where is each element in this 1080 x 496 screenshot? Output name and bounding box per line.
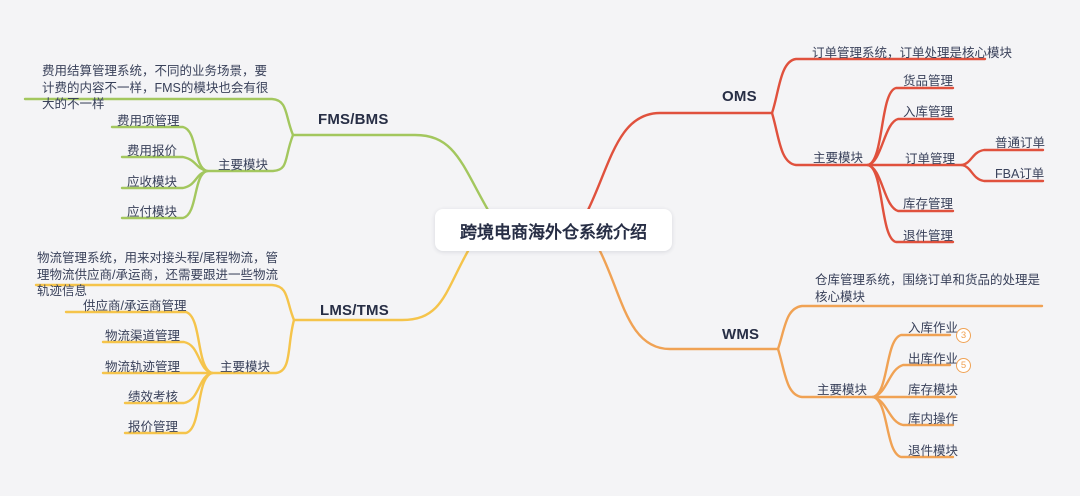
wms-note[interactable]: 仓库管理系统，围绕订单和货品的处理是核心模块	[815, 273, 1041, 304]
lms-group-label[interactable]: 主要模块	[220, 360, 271, 374]
lms-module-item-4[interactable]: 绩效考核	[128, 390, 179, 404]
wms-module-item-4[interactable]: 库内操作	[908, 412, 959, 426]
fms-module-item-1[interactable]: 费用项管理	[117, 114, 180, 128]
oms-branch-lines	[586, 57, 1045, 244]
fms-group-label[interactable]: 主要模块	[218, 158, 269, 172]
collapsed-count-badge-inbound[interactable]: 3	[956, 328, 971, 343]
collapsed-count-badge-outbound[interactable]: 5	[956, 358, 971, 373]
lms-note[interactable]: 物流管理系统，用来对接头程/尾程物流，管理物流供应商/承运商，还需要跟进一些物流…	[37, 251, 278, 298]
lms-topic[interactable]: LMS/TMS	[320, 302, 389, 319]
fms-module-item-3[interactable]: 应收模块	[127, 175, 178, 189]
wms-module-item-3[interactable]: 库存模块	[908, 383, 959, 397]
oms-order-type-1[interactable]: 普通订单	[995, 136, 1046, 150]
oms-order-type-2[interactable]: FBA订单	[995, 167, 1045, 181]
oms-module-item-3[interactable]: 订单管理	[905, 152, 956, 166]
fms-branch-lines	[23, 97, 490, 220]
wms-module-item-2[interactable]: 出库作业	[908, 352, 959, 366]
oms-topic[interactable]: OMS	[722, 88, 757, 105]
lms-branch-lines	[34, 249, 470, 435]
fms-module-item-2[interactable]: 费用报价	[127, 144, 178, 158]
wms-topic[interactable]: WMS	[722, 326, 760, 343]
wms-branch-lines	[598, 249, 1044, 459]
oms-module-item-1[interactable]: 货品管理	[903, 74, 954, 88]
fms-note[interactable]: 费用结算管理系统，不同的业务场景，要计费的内容不一样，FMS的模块也会有很大的不…	[42, 64, 269, 111]
fms-topic[interactable]: FMS/BMS	[318, 111, 389, 128]
lms-module-item-3[interactable]: 物流轨迹管理	[105, 360, 181, 374]
lms-module-item-1[interactable]: 供应商/承运商管理	[83, 299, 187, 313]
central-topic[interactable]: 跨境电商海外仓系统介绍	[435, 209, 672, 251]
oms-module-item-2[interactable]: 入库管理	[903, 105, 954, 119]
wms-module-item-5[interactable]: 退件模块	[908, 444, 959, 458]
lms-module-item-5[interactable]: 报价管理	[128, 420, 179, 434]
fms-module-item-4[interactable]: 应付模块	[127, 205, 178, 219]
oms-module-item-4[interactable]: 库存管理	[903, 197, 954, 211]
wms-module-item-1[interactable]: 入库作业	[908, 321, 959, 335]
oms-group-label[interactable]: 主要模块	[813, 151, 864, 165]
wms-group-label[interactable]: 主要模块	[817, 383, 868, 397]
oms-module-item-5[interactable]: 退件管理	[903, 229, 954, 243]
oms-note[interactable]: 订单管理系统，订单处理是核心模块	[812, 46, 1013, 60]
lms-module-item-2[interactable]: 物流渠道管理	[105, 329, 181, 343]
